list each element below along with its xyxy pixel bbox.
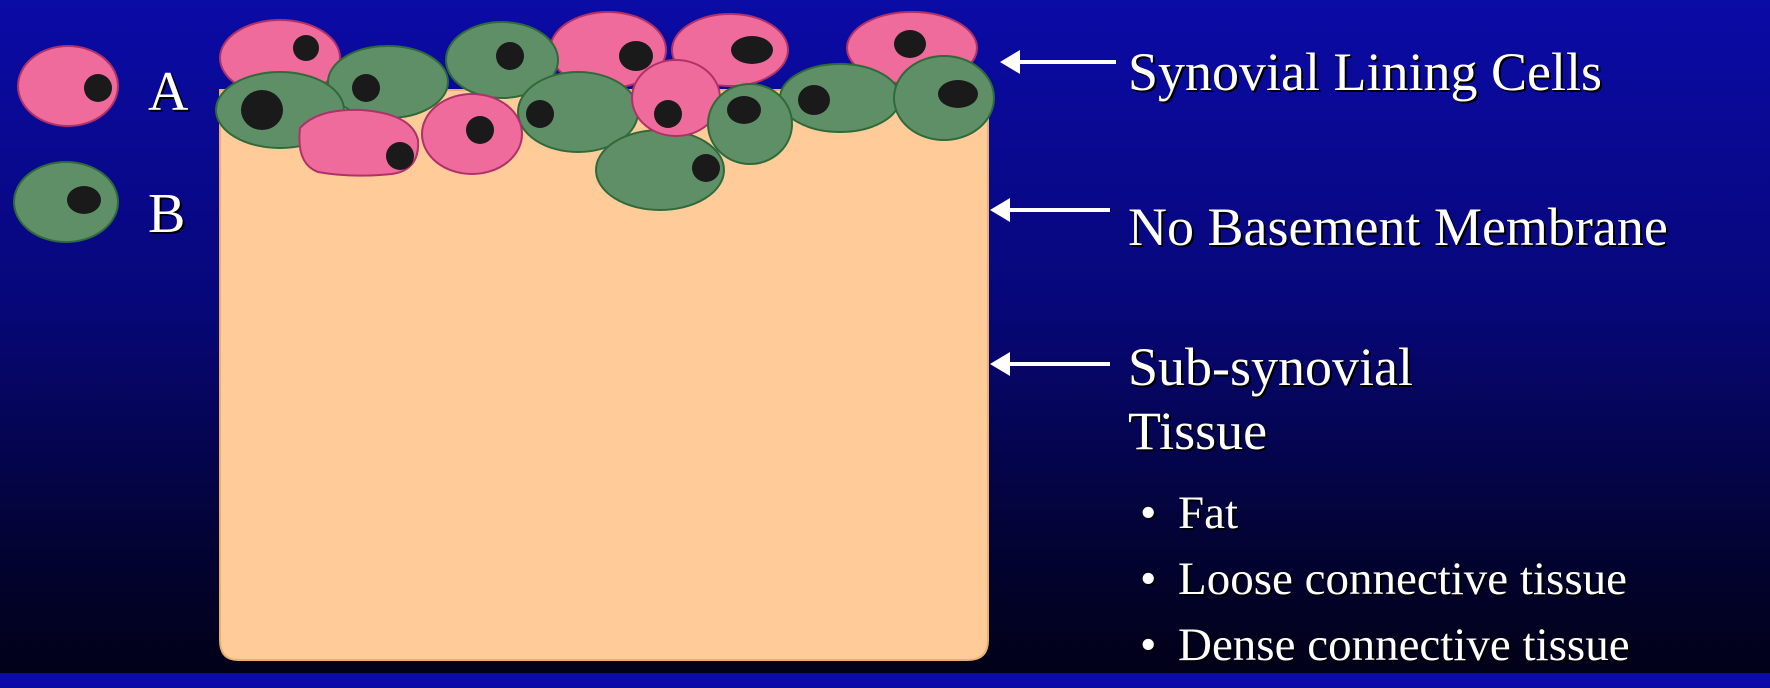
cell-b xyxy=(780,64,900,132)
nucleus xyxy=(526,100,554,128)
nucleus xyxy=(619,41,653,71)
nucleus xyxy=(466,116,494,144)
nucleus xyxy=(894,30,926,58)
tissue-components-list: •Fat •Loose connective tissue •Dense con… xyxy=(1140,490,1630,688)
label-no-basement-membrane: No Basement Membrane xyxy=(1128,200,1668,254)
legend-cell-b xyxy=(14,162,118,242)
nucleus xyxy=(692,154,720,182)
nucleus xyxy=(731,36,773,64)
arrow-lining xyxy=(1000,50,1116,74)
list-item: •Loose connective tissue xyxy=(1140,556,1630,622)
nucleus xyxy=(654,100,682,128)
nucleus xyxy=(938,80,978,108)
list-item: •Dense connective tissue xyxy=(1140,622,1630,688)
nucleus xyxy=(727,96,761,124)
arrow-subsynovial xyxy=(990,352,1110,376)
arrow-membrane xyxy=(990,198,1110,222)
label-subsynovial-line1: Sub-synovial xyxy=(1128,340,1413,394)
nucleus xyxy=(496,42,524,70)
label-subsynovial-line2: Tissue xyxy=(1128,404,1267,458)
nucleus xyxy=(798,85,830,115)
nucleus xyxy=(352,74,380,102)
list-item: •Fat xyxy=(1140,490,1630,556)
cell-b xyxy=(708,84,792,164)
legend-label-b: B xyxy=(148,186,185,242)
nucleus xyxy=(386,142,414,170)
label-synovial-lining-cells: Synovial Lining Cells xyxy=(1128,45,1602,99)
cell-b xyxy=(328,46,448,118)
nucleus xyxy=(241,90,283,130)
legend-label-a: A xyxy=(148,64,188,120)
nucleus xyxy=(293,35,319,61)
legend-cell-a xyxy=(18,46,118,126)
